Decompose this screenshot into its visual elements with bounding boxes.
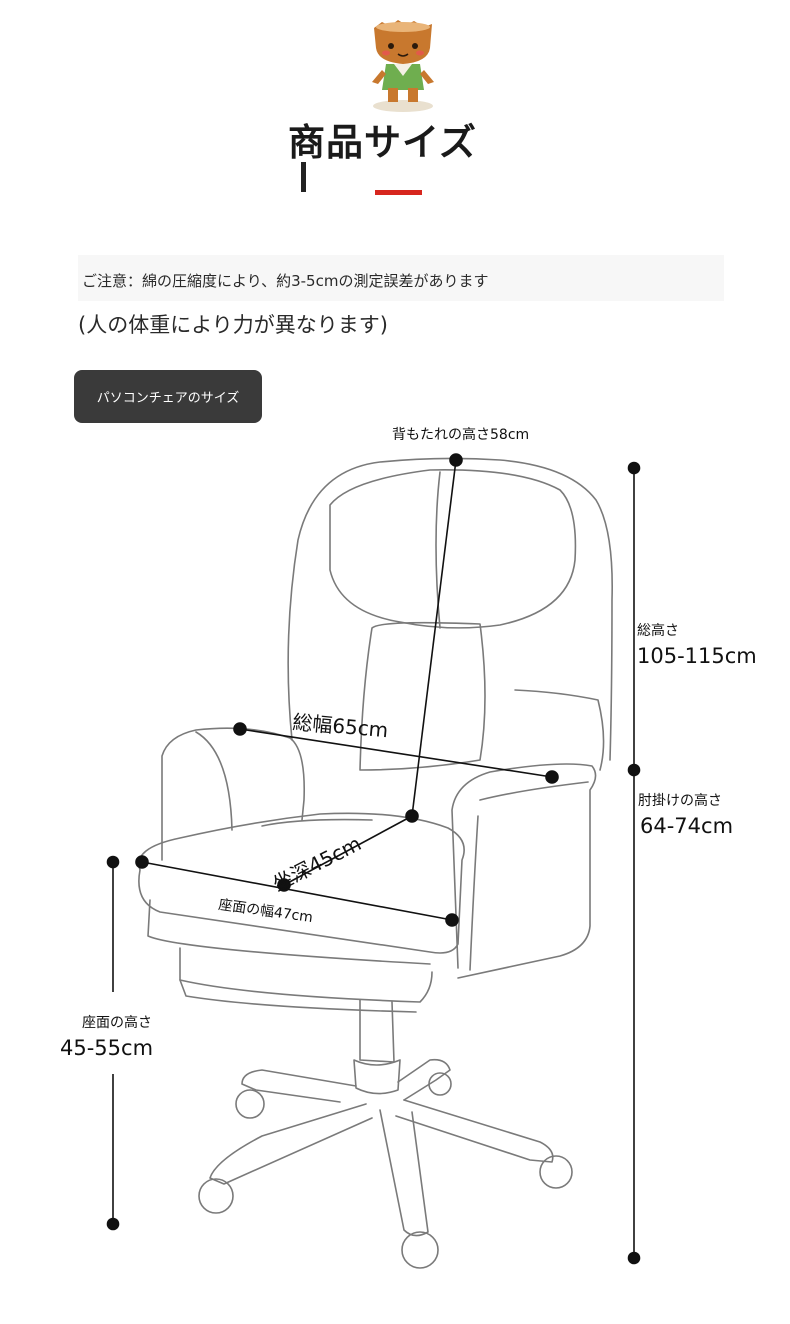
caution-note: ご注意：綿の圧縮度により、約3-5cmの測定誤差があります (82, 272, 489, 290)
total-height-label: 総高さ (637, 623, 679, 639)
title-accent-bar (301, 162, 306, 192)
total-height-value: 105-115cm (637, 644, 757, 668)
armrest-height-label: 肘掛けの高さ (638, 793, 722, 809)
armrest-height-value: 64-74cm (640, 814, 734, 838)
note-background (78, 255, 724, 301)
section-badge-label: パソコンチェアのサイズ (96, 391, 240, 406)
section-badge: パソコンチェアのサイズ (74, 370, 262, 423)
caution-subnote: (人の体重により力が異なります) (78, 313, 388, 337)
title-underline (375, 190, 422, 195)
seat-height-label: 座面の高さ (82, 1015, 152, 1031)
backrest-height-label: 背もたれの高さ58cm (392, 427, 530, 443)
dimension-lines (106, 453, 641, 1265)
page-title: 商品サイズ (288, 121, 477, 164)
chair-outline (138, 457, 613, 1269)
seat-height-value: 45-55cm (60, 1036, 154, 1060)
mascot-logo (372, 20, 434, 112)
